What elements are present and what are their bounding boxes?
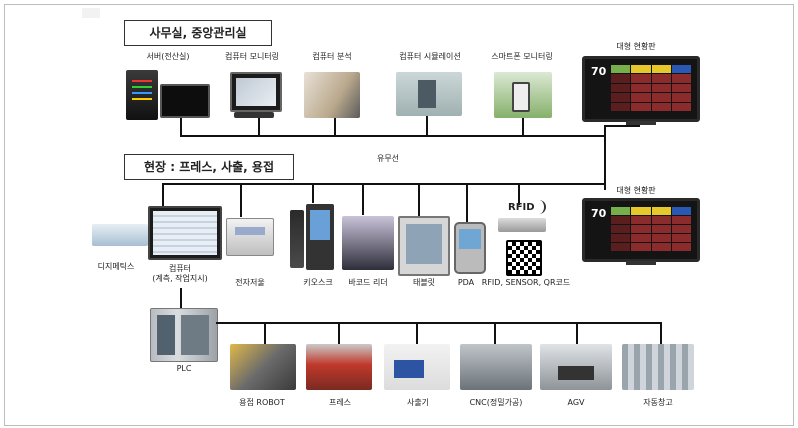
plc-drop-5 [576,322,578,344]
diagram-frame [4,4,794,426]
office-board-grid [611,65,691,111]
plc-drop-3 [416,322,418,344]
server-label: 서버(전산실) [146,52,190,61]
field-drop-rfid [518,183,520,205]
digimatics-image [92,224,148,246]
tablet-image [398,216,450,276]
office-status-board: 70 [582,56,700,122]
field-board-grid [611,207,691,251]
field-status-board: 70 [582,198,700,262]
field-drop-kiosk [312,183,314,203]
smartphone-label: 스마트폰 모니터링 [491,52,553,61]
analysis-label: 컴퓨터 분석 [312,52,352,61]
plc-drop-2 [338,322,340,344]
cnc-label: CNC(정밀가공) [469,398,523,407]
press-label: 프레스 [328,398,352,407]
office-drop-5 [522,118,524,136]
office-bus-line [180,135,606,137]
plc-cabinet-image [150,308,218,362]
field-drop-pda [466,183,468,223]
barcode-reader-label: 바코드 리더 [348,278,388,287]
field-board-label: 대형 현황판 [616,186,656,195]
server-monitor-image [160,84,210,118]
trunk-line [604,125,606,190]
field-pc-label: 컴퓨터 (계측, 작업지시) [152,264,208,283]
digimatics-label: 디지메틱스 [97,262,135,271]
qr-code-image [506,240,542,276]
plc-drop-6 [660,322,662,344]
cnc-image [460,344,532,390]
injection-machine-label: 사출기 [406,398,430,407]
kiosk-label: 키오스크 [303,278,333,287]
press-image [306,344,372,390]
field-drop-pc [162,183,164,207]
office-board-label: 대형 현황판 [616,42,656,51]
barcode-reader-image [342,216,394,270]
office-drop-1 [180,118,182,136]
smartphone-image [494,72,552,118]
pc-to-plc-line [180,288,182,310]
welding-robot-image [230,344,296,390]
pc-monitoring-image [230,72,282,112]
rfid-reader-image [498,218,546,232]
pda-image [454,222,486,274]
auto-warehouse-label: 자동창고 [643,398,673,407]
corner-mark [82,8,100,18]
field-section-title: 현장 : 프레스, 사출, 용접 [124,154,294,180]
simulation-label: 컴퓨터 시뮬레이션 [399,52,461,61]
plc-label: PLC [176,364,192,373]
office-drop-4 [426,116,428,136]
field-board-number: 70 [591,207,607,220]
agv-image [540,344,612,390]
analysis-image [304,72,360,118]
office-board-number: 70 [591,65,607,78]
tablet-label: 태블릿 [412,278,436,287]
office-board-stand [626,121,656,125]
field-drop-scale [240,183,242,217]
field-pc-image [148,206,222,260]
keyboard-image [234,112,274,118]
board-drop [604,125,640,127]
rfid-wave-icon [534,200,546,214]
scale-label: 전자저울 [235,278,265,287]
scale-image [226,218,274,256]
plc-drop-1 [264,322,266,344]
office-drop-3 [334,118,336,136]
agv-label: AGV [567,398,585,407]
injection-machine-image [384,344,450,390]
field-bus-line [162,183,606,185]
rfid-tag-text: RFID [508,202,535,213]
field-board-stand [626,261,656,265]
pc-monitoring-label: 컴퓨터 모니터링 [224,52,280,61]
server-image [126,70,158,120]
simulation-image [396,72,462,116]
field-drop-barcode [362,183,364,215]
welding-robot-label: 용접 ROBOT [239,398,285,407]
office-drop-2 [258,118,260,136]
pda-label: PDA [457,278,475,287]
auto-warehouse-image [622,344,694,390]
plc-bus-line [216,322,662,324]
rfid-sensor-qr-label: RFID, SENSOR, QR코드 [481,278,571,287]
kiosk-image [306,204,334,270]
field-drop-tablet [418,183,420,217]
wired-wireless-label: 유무선 [376,154,400,163]
office-section-title: 사무실, 중앙관리실 [124,20,272,46]
kiosk-person-image [290,210,304,268]
plc-drop-4 [494,322,496,344]
